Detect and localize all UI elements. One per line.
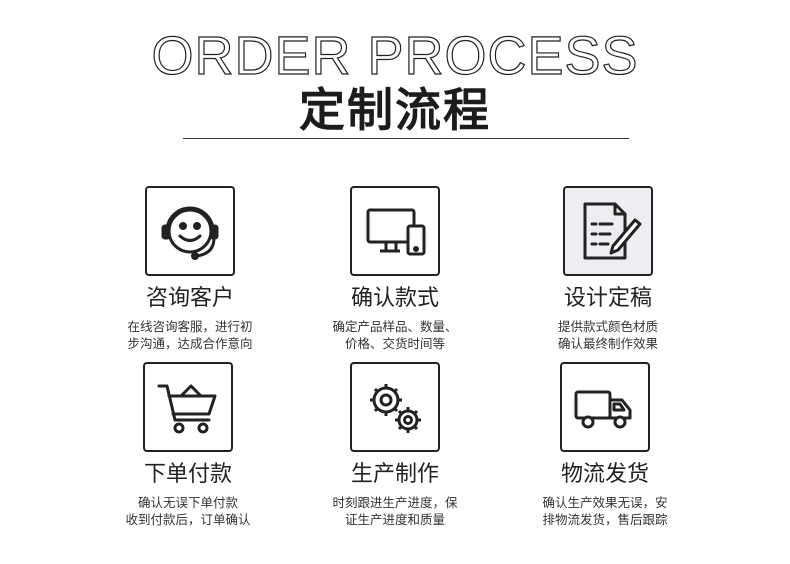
gears-icon — [350, 362, 440, 452]
step-consult: 咨询客户 在线咨询客服，进行初 步沟通，达成合作意向 — [80, 186, 300, 352]
step-description: 确定产品样品、数量、 价格、交货时间等 — [332, 319, 458, 351]
step-description: 确认无误下单付款 收到付款后，订单确认 — [125, 495, 251, 527]
step-title: 确认款式 — [350, 286, 439, 311]
step-title: 生产制作 — [350, 462, 439, 487]
step-title: 下单付款 — [143, 462, 232, 487]
step-confirm-style: 确认款式 确定产品样品、数量、 价格、交货时间等 — [285, 186, 505, 352]
computer-phone-icon — [350, 186, 440, 276]
shopping-cart-icon — [143, 362, 233, 452]
step-design-final: 设计定稿 提供款式颜色材质 确认最终制作效果 — [498, 186, 718, 352]
step-description: 在线咨询客服，进行初 步沟通，达成合作意向 — [127, 319, 253, 351]
step-title: 咨询客户 — [145, 286, 234, 311]
page-title-chinese: 定制流程 — [299, 83, 491, 137]
step-description: 时刻跟进生产进度，保 证生产进度和质量 — [332, 495, 458, 527]
smiley-headset-icon — [145, 186, 235, 276]
step-title: 物流发货 — [560, 462, 649, 487]
step-shipping: 物流发货 确认生产效果无误，安 排物流发货，售后跟踪 — [495, 362, 715, 528]
document-pen-icon — [563, 186, 653, 276]
step-description: 确认生产效果无误，安 排物流发货，售后跟踪 — [542, 495, 668, 527]
truck-icon — [560, 362, 650, 452]
step-title: 设计定稿 — [563, 286, 652, 311]
step-order-pay: 下单付款 确认无误下单付款 收到付款后，订单确认 — [78, 362, 298, 528]
page-title-english: ORDER PROCESS — [151, 25, 639, 86]
title-divider — [183, 138, 629, 139]
step-description: 提供款式颜色材质 确认最终制作效果 — [557, 319, 658, 351]
step-production: 生产制作 时刻跟进生产进度，保 证生产进度和质量 — [285, 362, 505, 528]
